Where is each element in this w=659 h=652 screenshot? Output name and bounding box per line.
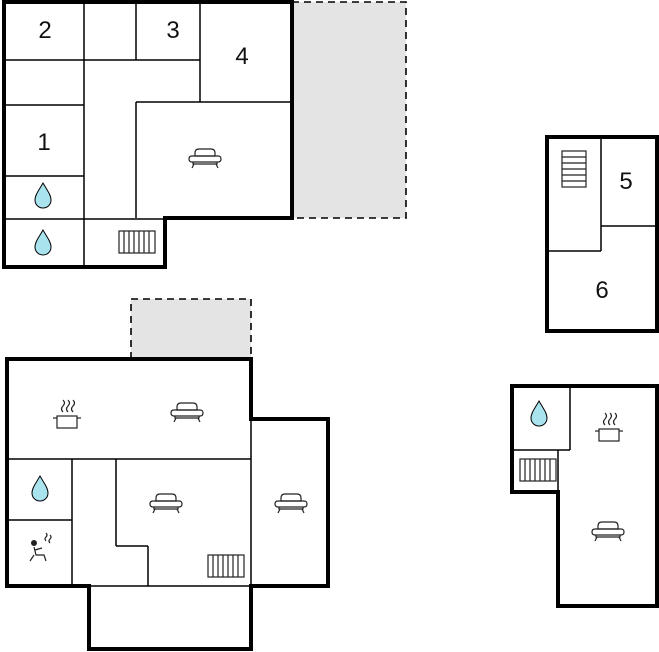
- sofa-icon: [170, 402, 204, 423]
- cooking-pot-icon: [594, 412, 624, 442]
- water-drop-icon: [34, 182, 52, 209]
- water-drop-icon: [34, 229, 52, 256]
- building-d: [510, 384, 659, 608]
- building-b: 5 6: [545, 135, 659, 333]
- sofa-icon: [188, 148, 222, 169]
- building-c-outline: [5, 357, 330, 651]
- radiator-icon: [519, 458, 557, 482]
- radiator-icon: [118, 230, 156, 254]
- sauna-icon: [29, 532, 52, 562]
- building-d-outline: [510, 384, 659, 608]
- room-label-2: 2: [38, 17, 51, 44]
- sofa-icon: [149, 493, 183, 514]
- terrace-c: [130, 298, 252, 360]
- room-label-6: 6: [595, 277, 608, 304]
- room-label-4: 4: [235, 43, 248, 70]
- water-drop-icon: [530, 400, 548, 427]
- radiator-icon: [207, 554, 245, 578]
- room-label-5: 5: [619, 168, 632, 195]
- room-label-3: 3: [166, 17, 179, 44]
- sofa-icon: [591, 521, 625, 542]
- stairs-icon: [561, 150, 587, 188]
- building-a: 2 3 4 1: [2, 0, 407, 269]
- terrace-a: [291, 1, 407, 219]
- building-a-outline: [2, 0, 294, 269]
- cooking-pot-icon: [52, 399, 82, 429]
- building-c: [5, 298, 330, 651]
- room-label-1: 1: [37, 129, 50, 156]
- water-drop-icon: [31, 475, 49, 502]
- sofa-icon: [274, 493, 308, 514]
- building-b-outline: [545, 135, 659, 333]
